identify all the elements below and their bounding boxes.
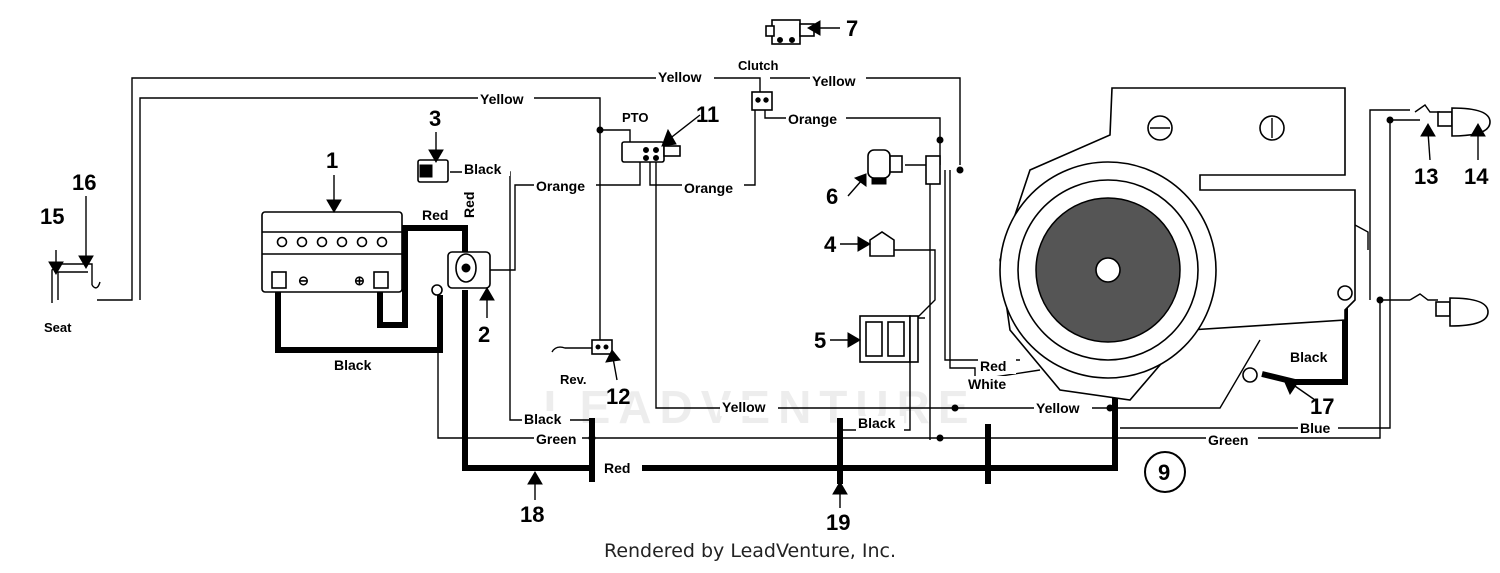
item-7-connector: [765, 19, 815, 45]
wire-label-red-harness: Red: [604, 460, 630, 476]
callout-11: 11: [696, 102, 719, 127]
wire-label-black-stator: Black: [1290, 349, 1328, 365]
wire-label-black-mid: Black: [858, 415, 896, 431]
key-switch: [417, 159, 449, 183]
wire-label-orange-left: Orange: [536, 178, 585, 194]
junction-dots: [588, 116, 1394, 442]
pto-switch: [621, 141, 681, 163]
credit-text: Rendered by LeadVenture, Inc.: [603, 540, 897, 562]
callout-15: 15: [40, 204, 64, 229]
wire-label-black-3: Black: [464, 161, 502, 177]
wire-label-green-left: Green: [536, 431, 576, 447]
wire-label-red-engine: Red: [980, 358, 1006, 374]
wire-label-yellow-bottom-mid: Yellow: [722, 399, 766, 415]
headlight-bottom: [1409, 293, 1489, 327]
callout-9-circle: [1144, 451, 1186, 493]
item-4-diode: [869, 231, 895, 257]
wire-label-yellow-clutch: Yellow: [812, 73, 856, 89]
callout-6: 6: [826, 184, 838, 209]
wire-label-orange-pto: Orange: [684, 180, 733, 196]
wire-label-blue: Blue: [1300, 420, 1331, 436]
engine: [999, 87, 1369, 401]
wire-label-yellow-top: Yellow: [658, 69, 702, 85]
wire-label-yellow-seat: Yellow: [480, 91, 524, 107]
callout-numbers: 1 2 3 4 5 6 7 9 11 12 13 14 15 16 17 18 …: [40, 16, 1489, 535]
label-rev: Rev.: [560, 372, 587, 387]
wire-label-orange-top: Orange: [788, 111, 837, 127]
callout-19: 19: [826, 510, 850, 535]
ground-terminal: [1242, 367, 1258, 383]
callout-17: 17: [1310, 394, 1334, 419]
wire-label-white-engine: White: [968, 376, 1006, 392]
seat-switch: [51, 263, 101, 303]
label-clutch: Clutch: [738, 58, 779, 73]
callout-arrows: [48, 20, 1486, 508]
battery: ⊖ ⊕: [261, 211, 403, 293]
svg-text:⊖: ⊖: [298, 273, 309, 288]
label-pto: PTO: [622, 110, 649, 125]
wire-label-yellow-bottom-right: Yellow: [1036, 400, 1080, 416]
wire-label-black-battery: Black: [334, 357, 372, 373]
thick-cables: [275, 225, 1348, 484]
callout-9: 9: [1158, 460, 1170, 485]
callout-7: 7: [846, 16, 858, 41]
callout-4: 4: [824, 232, 837, 257]
wire-label-red-solenoid: Red: [422, 207, 448, 223]
reverse-switch: [551, 339, 613, 355]
callout-5: 5: [814, 328, 826, 353]
wire-label-red-vertical: Red: [461, 192, 477, 218]
item-5-module: [859, 315, 919, 363]
solenoid: [431, 251, 491, 296]
component-labels: Seat Clutch PTO Rev.: [44, 58, 779, 387]
callout-2: 2: [478, 322, 490, 347]
wire-label-black-bottom: Black: [524, 411, 562, 427]
item-6-sender: [867, 149, 941, 185]
callout-3: 3: [429, 106, 441, 131]
wire-label-green-right: Green: [1208, 432, 1248, 448]
callout-12: 12: [606, 384, 630, 409]
callout-16: 16: [72, 170, 96, 195]
label-seat: Seat: [44, 320, 72, 335]
wire-labels: Yellow Yellow Yellow Orange Orange Orang…: [334, 68, 1338, 476]
callout-14: 14: [1464, 164, 1489, 189]
clutch-connector: [751, 91, 773, 111]
svg-text:⊕: ⊕: [354, 273, 365, 288]
callout-1: 1: [326, 148, 338, 173]
callout-13: 13: [1414, 164, 1438, 189]
callout-18: 18: [520, 502, 544, 527]
